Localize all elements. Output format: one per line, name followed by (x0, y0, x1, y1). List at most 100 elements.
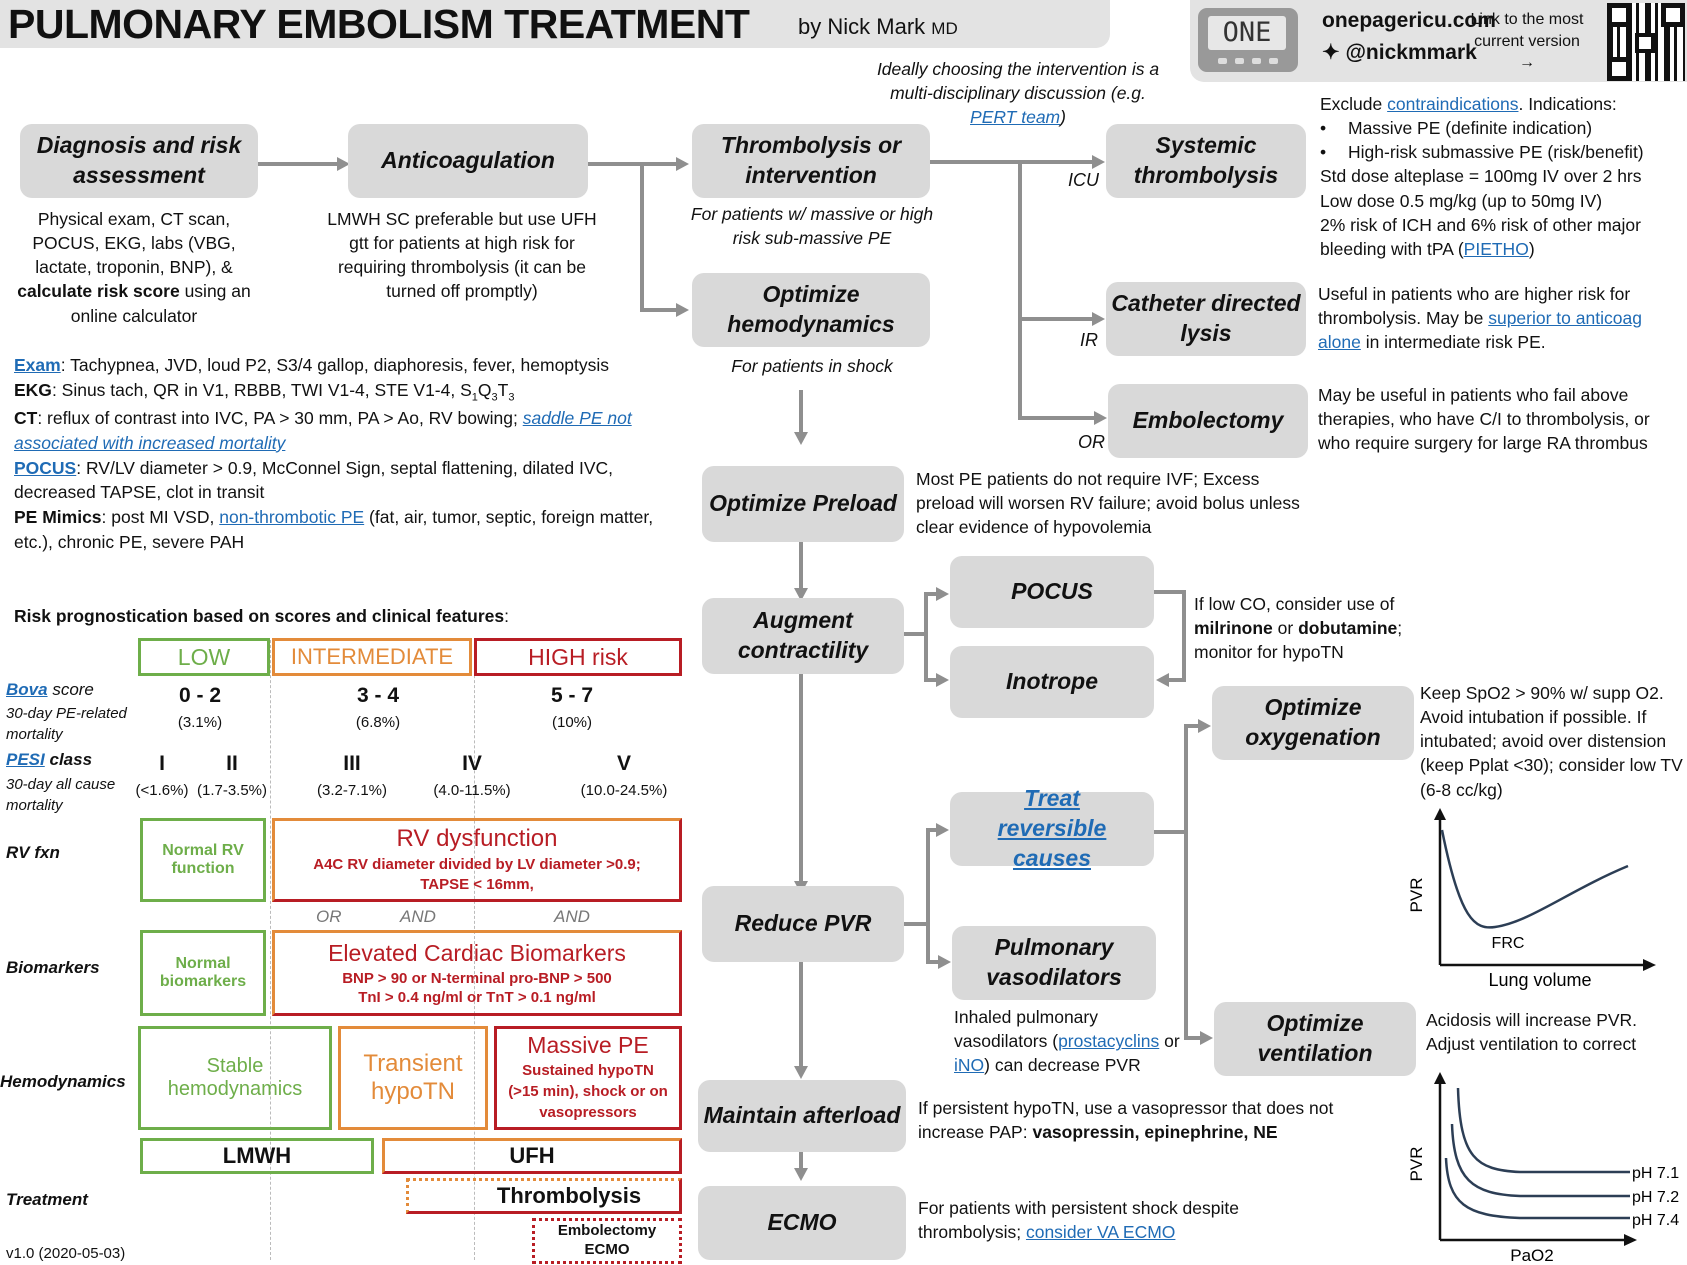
arrowhead (936, 587, 949, 601)
diagnosis-box: Diagnosis and risk assessment (20, 124, 258, 198)
ino-link[interactable]: iNO (954, 1055, 985, 1076)
bova-link[interactable]: Bova (6, 680, 48, 699)
pesi-class-i: I (159, 752, 165, 775)
arrowhead (794, 1066, 808, 1079)
thrombolysis-box: Thrombolysis or intervention (692, 124, 930, 198)
catheter-lysis-desc: Useful in patients who are higher risk f… (1318, 284, 1642, 353)
qr-code-icon[interactable] (1607, 3, 1685, 81)
arrow-shaft (1184, 1036, 1202, 1040)
pvr-lung-volume-graph: PVR Lung volume FRC (1407, 808, 1656, 990)
rv-dysfunction-box: RV dysfunction A4C RV diameter divided b… (272, 818, 682, 902)
arrowhead (1200, 1031, 1213, 1045)
ph-curve-7.4 (1444, 1157, 1630, 1220)
pvr-graph-y-label: PVR (1407, 878, 1426, 913)
ph-curve-7.2 (1450, 1123, 1630, 1198)
pesi-label: PESI class (6, 750, 93, 769)
arrowhead (1094, 411, 1107, 425)
ph-label-7.4: pH 7.4 (1632, 1212, 1679, 1229)
arrow-shaft (904, 922, 930, 926)
arrowhead (936, 823, 949, 837)
bova-score-int: 3 - 4 (356, 684, 400, 707)
treat-embolectomy-box: Embolectomy ECMO (532, 1218, 682, 1264)
augment-contractility-box: Augment contractility (702, 598, 904, 674)
anticoagulation-desc: LMWH SC preferable but use UFH gtt for p… (327, 209, 597, 302)
thrombolysis-desc: For patients w/ massive or high risk sub… (690, 204, 934, 249)
ir-label: IR (1080, 330, 1098, 350)
arrowhead (794, 588, 808, 601)
arrow-shaft (1168, 678, 1186, 682)
ph-graph-y-arrow (1434, 1072, 1446, 1084)
ecmo-desc: For patients with persistent shock despi… (918, 1198, 1239, 1243)
bova-pct-high: (10%) (551, 714, 592, 731)
biomarkers-label: Biomarkers (6, 958, 100, 977)
bova-pct-int: (6.8%) (355, 714, 401, 731)
contraindications-link[interactable]: contraindications (1387, 94, 1519, 114)
arrow-shaft (1154, 590, 1186, 594)
or-label: OR (1078, 432, 1105, 452)
arrow-shaft (640, 162, 644, 312)
arrowhead (337, 157, 350, 171)
arrow-shaft (1154, 830, 1188, 834)
arrow-shaft (1018, 416, 1094, 420)
arrow-shaft (1184, 724, 1200, 728)
arrowhead (794, 432, 808, 445)
optimize-ventilation-box: Optimize ventilation (1214, 1002, 1416, 1076)
arrow-shaft (924, 592, 928, 682)
arrowhead (1198, 719, 1211, 733)
optimize-preload-desc: Most PE patients do not require IVF; Exc… (916, 469, 1300, 538)
pulmonary-vasodilators-box: Pulmonary vasodilators (952, 926, 1156, 1000)
arrow-shaft (1018, 317, 1092, 321)
optimize-hemodynamics-desc: For patients in shock (731, 356, 893, 376)
systemic-thrombolysis-box: Systemic thrombolysis (1106, 124, 1306, 198)
arrow-shaft (930, 160, 1092, 164)
saddle-pe-link[interactable]: saddle PE not associated with increased … (14, 407, 632, 453)
arrowhead (938, 955, 951, 969)
arrowhead (1092, 155, 1105, 169)
bova-pct-low: (3.1%) (177, 714, 223, 731)
maintain-afterload-desc: If persistent hypoTN, use a vasopressor … (918, 1098, 1334, 1143)
pocus-link[interactable]: POCUS (14, 457, 77, 478)
treat-reversible-causes-link[interactable]: Treat reversible causes (997, 785, 1107, 871)
page-title: PULMONARY EMBOLISM TREATMENT (8, 1, 750, 47)
pvr-graph-y-arrow (1434, 808, 1446, 820)
arrow-shaft (799, 390, 803, 434)
ph-graph-x-label: PaO2 (1510, 1246, 1553, 1264)
version-label: v1.0 (2020-05-03) (6, 1245, 126, 1262)
connector-and-2: AND (554, 907, 590, 926)
biomarkers-normal-box: Normal biomarkers (140, 930, 266, 1016)
bova-score-high: 5 - 7 (550, 684, 594, 707)
pesi-pct-iv: (4.0-11.5%) (433, 782, 511, 799)
arrowhead (936, 673, 949, 687)
arrow-shaft (1184, 724, 1188, 1040)
treat-lmwh-box: LMWH (140, 1138, 374, 1174)
piethio-link[interactable]: PIETHO (1463, 238, 1529, 259)
optimize-oxygenation-desc: Keep SpO2 > 90% w/ supp O2. Avoid intuba… (1420, 683, 1683, 800)
embolectomy-desc: May be useful in patients who fail above… (1318, 385, 1650, 454)
non-thrombotic-pe-link[interactable]: non-thrombotic PE (219, 507, 365, 528)
pesi-pct-v: (10.0-24.5%) (580, 782, 668, 799)
logo-text: ONE (1208, 16, 1286, 50)
site-link[interactable]: onepagericu.com (1322, 9, 1496, 32)
treatment-label: Treatment (6, 1190, 88, 1209)
anticoag-link[interactable]: superior to anticoag alone (1318, 308, 1642, 353)
pesi-pct-ii: (1.7-3.5%) (196, 782, 268, 799)
twitter-handle[interactable]: ✦ @nickmmark (1322, 41, 1477, 64)
pert-note: Ideally choosing the intervention is a m… (876, 59, 1160, 128)
diagnosis-desc: Physical exam, CT scan, POCUS, EKG, labs… (17, 209, 251, 326)
va-ecmo-link[interactable]: consider VA ECMO (1025, 1222, 1176, 1243)
connector-or: OR (316, 907, 342, 926)
pesi-link[interactable]: PESI (6, 750, 45, 769)
pert-team-link[interactable]: PERT team (970, 107, 1061, 128)
embolectomy-box: Embolectomy (1108, 384, 1308, 458)
pocus-box: POCUS (950, 556, 1154, 628)
exam-link[interactable]: Exam (14, 355, 61, 375)
arrow-shaft (799, 542, 803, 590)
risk-high-header: HIGH risk (474, 638, 682, 676)
optimize-preload-box: Optimize Preload (702, 466, 904, 542)
pvr-graph-curve (1440, 829, 1629, 929)
prostacyclins-link[interactable]: prostacyclins (1058, 1031, 1160, 1052)
header-band (0, 0, 1110, 48)
arrow-shaft (926, 828, 938, 832)
ecmo-box: ECMO (698, 1186, 906, 1260)
logo-dots (1218, 58, 1278, 64)
